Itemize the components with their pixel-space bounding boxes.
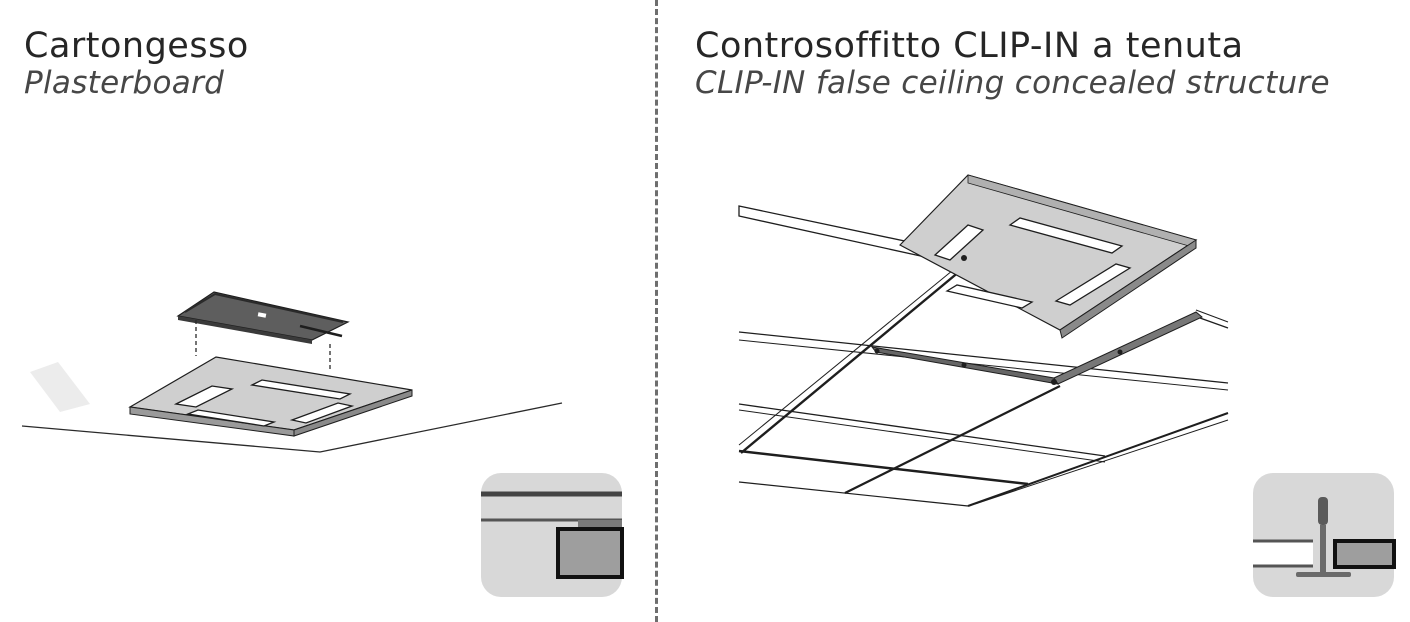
panel-divider bbox=[655, 0, 658, 622]
plasterboard-subtitle: Plasterboard bbox=[24, 65, 225, 101]
clip-in-title: Controsoffitto CLIP-IN a tenuta bbox=[695, 26, 1244, 66]
clip-in-panel: Controsoffitto CLIP-IN a tenuta CLIP-IN … bbox=[657, 0, 1410, 622]
clip-in-illustration bbox=[738, 174, 1396, 597]
ceiling-shadow bbox=[30, 362, 90, 412]
plasterboard-illustration bbox=[21, 291, 624, 597]
clip-in-t-profile-section-detail-icon bbox=[1253, 473, 1396, 597]
plasterboard-panel: Cartongesso Plasterboard bbox=[0, 0, 655, 622]
clip-in-grid bbox=[738, 265, 1229, 507]
clip-in-luminaire bbox=[899, 174, 1198, 339]
clip-in-subtitle: CLIP-IN false ceiling concealed structur… bbox=[695, 65, 1330, 101]
plasterboard-luminaire bbox=[128, 356, 413, 437]
plasterboard-title: Cartongesso bbox=[24, 26, 249, 66]
concealed-bracket bbox=[870, 255, 1229, 385]
plasterboard-section-detail-icon bbox=[481, 473, 624, 597]
mounting-bracket bbox=[176, 291, 350, 344]
ceiling-plane-outline bbox=[21, 402, 563, 453]
